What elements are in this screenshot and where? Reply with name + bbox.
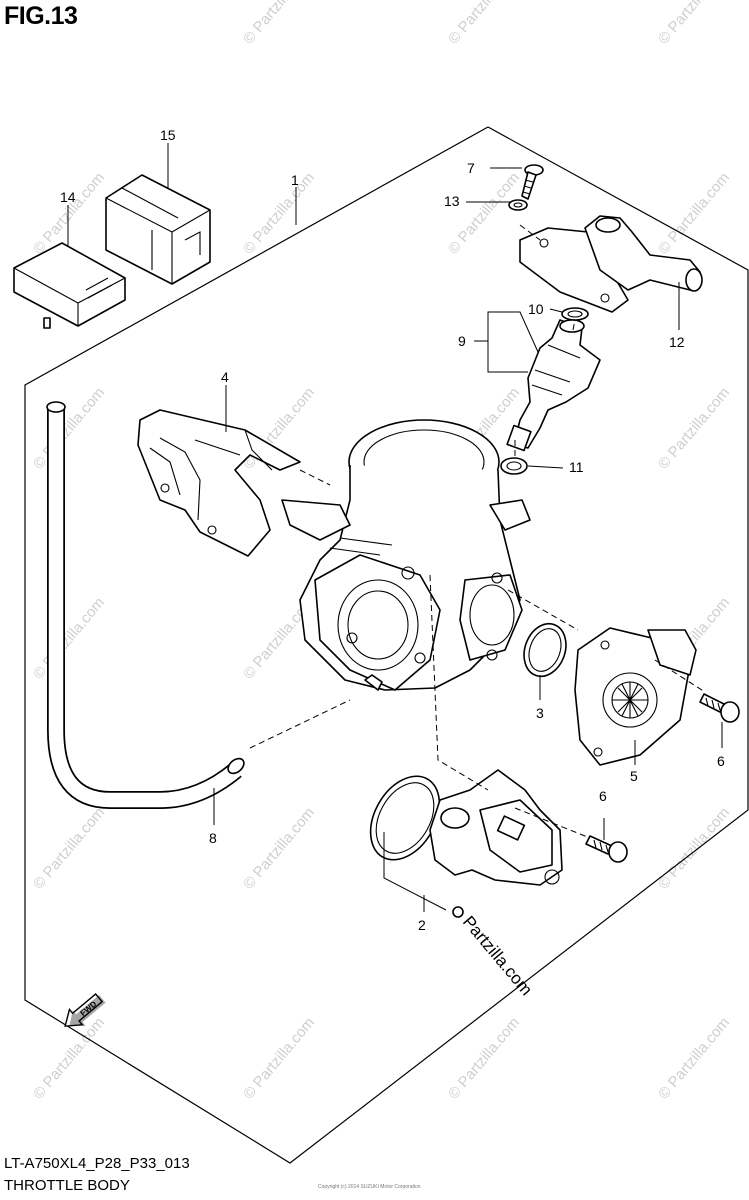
callout-14: 14 bbox=[60, 189, 76, 205]
callout-5: 5 bbox=[630, 768, 638, 784]
part-9-injector bbox=[506, 319, 601, 452]
callout-15: 15 bbox=[160, 127, 176, 143]
callout-6: 6 bbox=[599, 788, 607, 804]
part-10-o-ring bbox=[561, 307, 589, 321]
watermark: © Partzilla.com bbox=[30, 384, 108, 472]
figure-title: FIG.13 bbox=[4, 2, 78, 30]
callout-12: 12 bbox=[669, 334, 685, 350]
leader-lines bbox=[67, 143, 723, 912]
watermark: © Partzilla.com bbox=[655, 1014, 733, 1102]
watermark: © Partzilla.com bbox=[655, 0, 733, 48]
part-8-hose bbox=[46, 401, 245, 809]
assembly-frame bbox=[24, 126, 749, 1164]
figure-code: LT-A750XL4_P28_P33_013 bbox=[4, 1155, 190, 1172]
figure-caption: THROTTLE BODY bbox=[4, 1177, 130, 1194]
callout-13: 13 bbox=[444, 193, 460, 209]
watermark: © Partzilla.com bbox=[240, 0, 318, 48]
watermark: © Partzilla.com bbox=[445, 169, 523, 257]
part-11-o-ring bbox=[500, 457, 528, 475]
callout-6: 6 bbox=[717, 753, 725, 769]
part-12-delivery-pipe bbox=[519, 215, 703, 313]
callout-7: 7 bbox=[467, 160, 475, 176]
part-15-cover bbox=[105, 174, 211, 285]
part-13-washer bbox=[508, 199, 528, 211]
callout-11: 11 bbox=[569, 459, 584, 475]
callout-3: 3 bbox=[536, 705, 544, 721]
watermark: © Partzilla.com bbox=[240, 804, 318, 892]
watermark: © Partzilla.com bbox=[655, 169, 733, 257]
part-7-screw bbox=[521, 164, 544, 200]
main-watermark: Partzilla.com bbox=[459, 912, 536, 999]
callout-8: 8 bbox=[209, 830, 217, 846]
throttle-body bbox=[281, 419, 531, 691]
part-6-bolt-upper bbox=[699, 693, 740, 723]
copyright-notice: Copyright (c) 2014 SUZUKI Motor Corporat… bbox=[318, 1184, 421, 1190]
watermark: © Partzilla.com bbox=[240, 1014, 318, 1102]
callout-10: 10 bbox=[528, 301, 544, 317]
callout-9: 9 bbox=[458, 333, 466, 349]
watermark: © Partzilla.com bbox=[30, 169, 108, 257]
part-6-bolt-lower bbox=[585, 835, 628, 863]
watermark: © Partzilla.com bbox=[655, 384, 733, 472]
callout-1: 1 bbox=[291, 172, 299, 188]
watermark: © Partzilla.com bbox=[240, 169, 318, 257]
watermark: © Partzilla.com bbox=[445, 0, 523, 48]
callout-4: 4 bbox=[221, 369, 229, 385]
watermark: © Partzilla.com bbox=[445, 1014, 523, 1102]
callout-2: 2 bbox=[418, 917, 426, 933]
part-3-o-ring bbox=[523, 622, 567, 678]
callouts: 1 2 3 4 5 6 6 7 8 9 10 11 12 13 14 15 bbox=[60, 127, 725, 933]
part-2-idle-valve bbox=[429, 769, 563, 918]
watermark: © Partzilla.com bbox=[30, 804, 108, 892]
part-14-connector bbox=[13, 242, 126, 329]
part-4-bracket bbox=[137, 409, 301, 557]
watermark: © Partzilla.com bbox=[655, 804, 733, 892]
part-5-throttle-sensor bbox=[574, 627, 697, 766]
watermark: © Partzilla.com bbox=[30, 594, 108, 682]
